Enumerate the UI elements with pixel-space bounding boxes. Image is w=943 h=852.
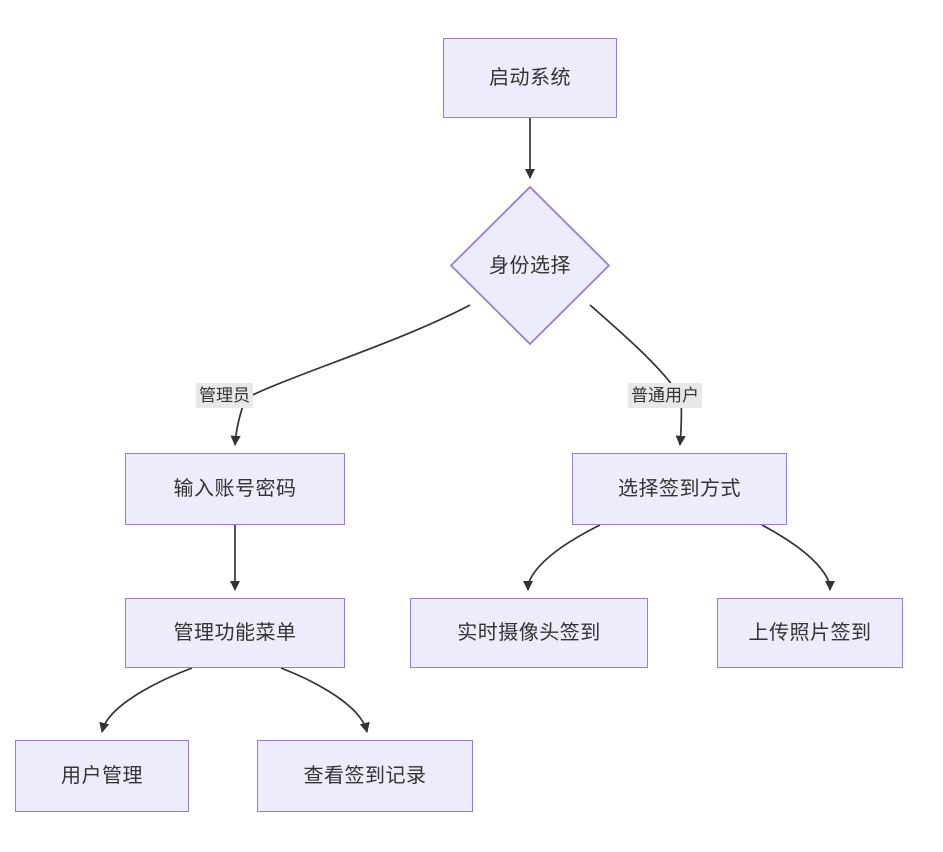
node-admin-menu[interactable]: 管理功能菜单 xyxy=(125,598,345,668)
edge-label-admin: 管理员 xyxy=(196,383,253,409)
node-identity-selection-label: 身份选择 xyxy=(489,254,571,277)
node-start-label: 启动系统 xyxy=(489,67,571,89)
node-view-records[interactable]: 查看签到记录 xyxy=(257,740,473,812)
node-admin-menu-label: 管理功能菜单 xyxy=(173,622,297,644)
node-view-records-label: 查看签到记录 xyxy=(303,765,427,787)
node-user-management[interactable]: 用户管理 xyxy=(15,740,189,812)
edge-identity-to-login xyxy=(230,304,471,447)
node-user-management-label: 用户管理 xyxy=(61,765,143,787)
node-start[interactable]: 启动系统 xyxy=(443,38,617,118)
node-login[interactable]: 输入账号密码 xyxy=(125,453,345,525)
node-checkin-mode-label: 选择签到方式 xyxy=(618,478,741,500)
diamond-shape xyxy=(450,186,610,345)
node-camera-checkin[interactable]: 实时摄像头签到 xyxy=(410,598,648,668)
node-upload-checkin[interactable]: 上传照片签到 xyxy=(717,598,903,668)
edge-admin-menu-to-records xyxy=(280,667,370,733)
edge-admin-menu-to-user-mgmt xyxy=(99,667,193,733)
node-checkin-mode[interactable]: 选择签到方式 xyxy=(572,453,787,525)
edge-label-regular-user: 普通用户 xyxy=(628,383,702,409)
node-upload-checkin-label: 上传照片签到 xyxy=(748,622,872,644)
edge-checkin-mode-to-camera xyxy=(522,524,601,592)
node-identity-selection[interactable]: 身份选择 xyxy=(450,186,610,345)
edge-checkin-mode-to-upload xyxy=(761,524,836,592)
node-login-label: 输入账号密码 xyxy=(173,478,297,500)
node-camera-checkin-label: 实时摄像头签到 xyxy=(457,622,601,644)
